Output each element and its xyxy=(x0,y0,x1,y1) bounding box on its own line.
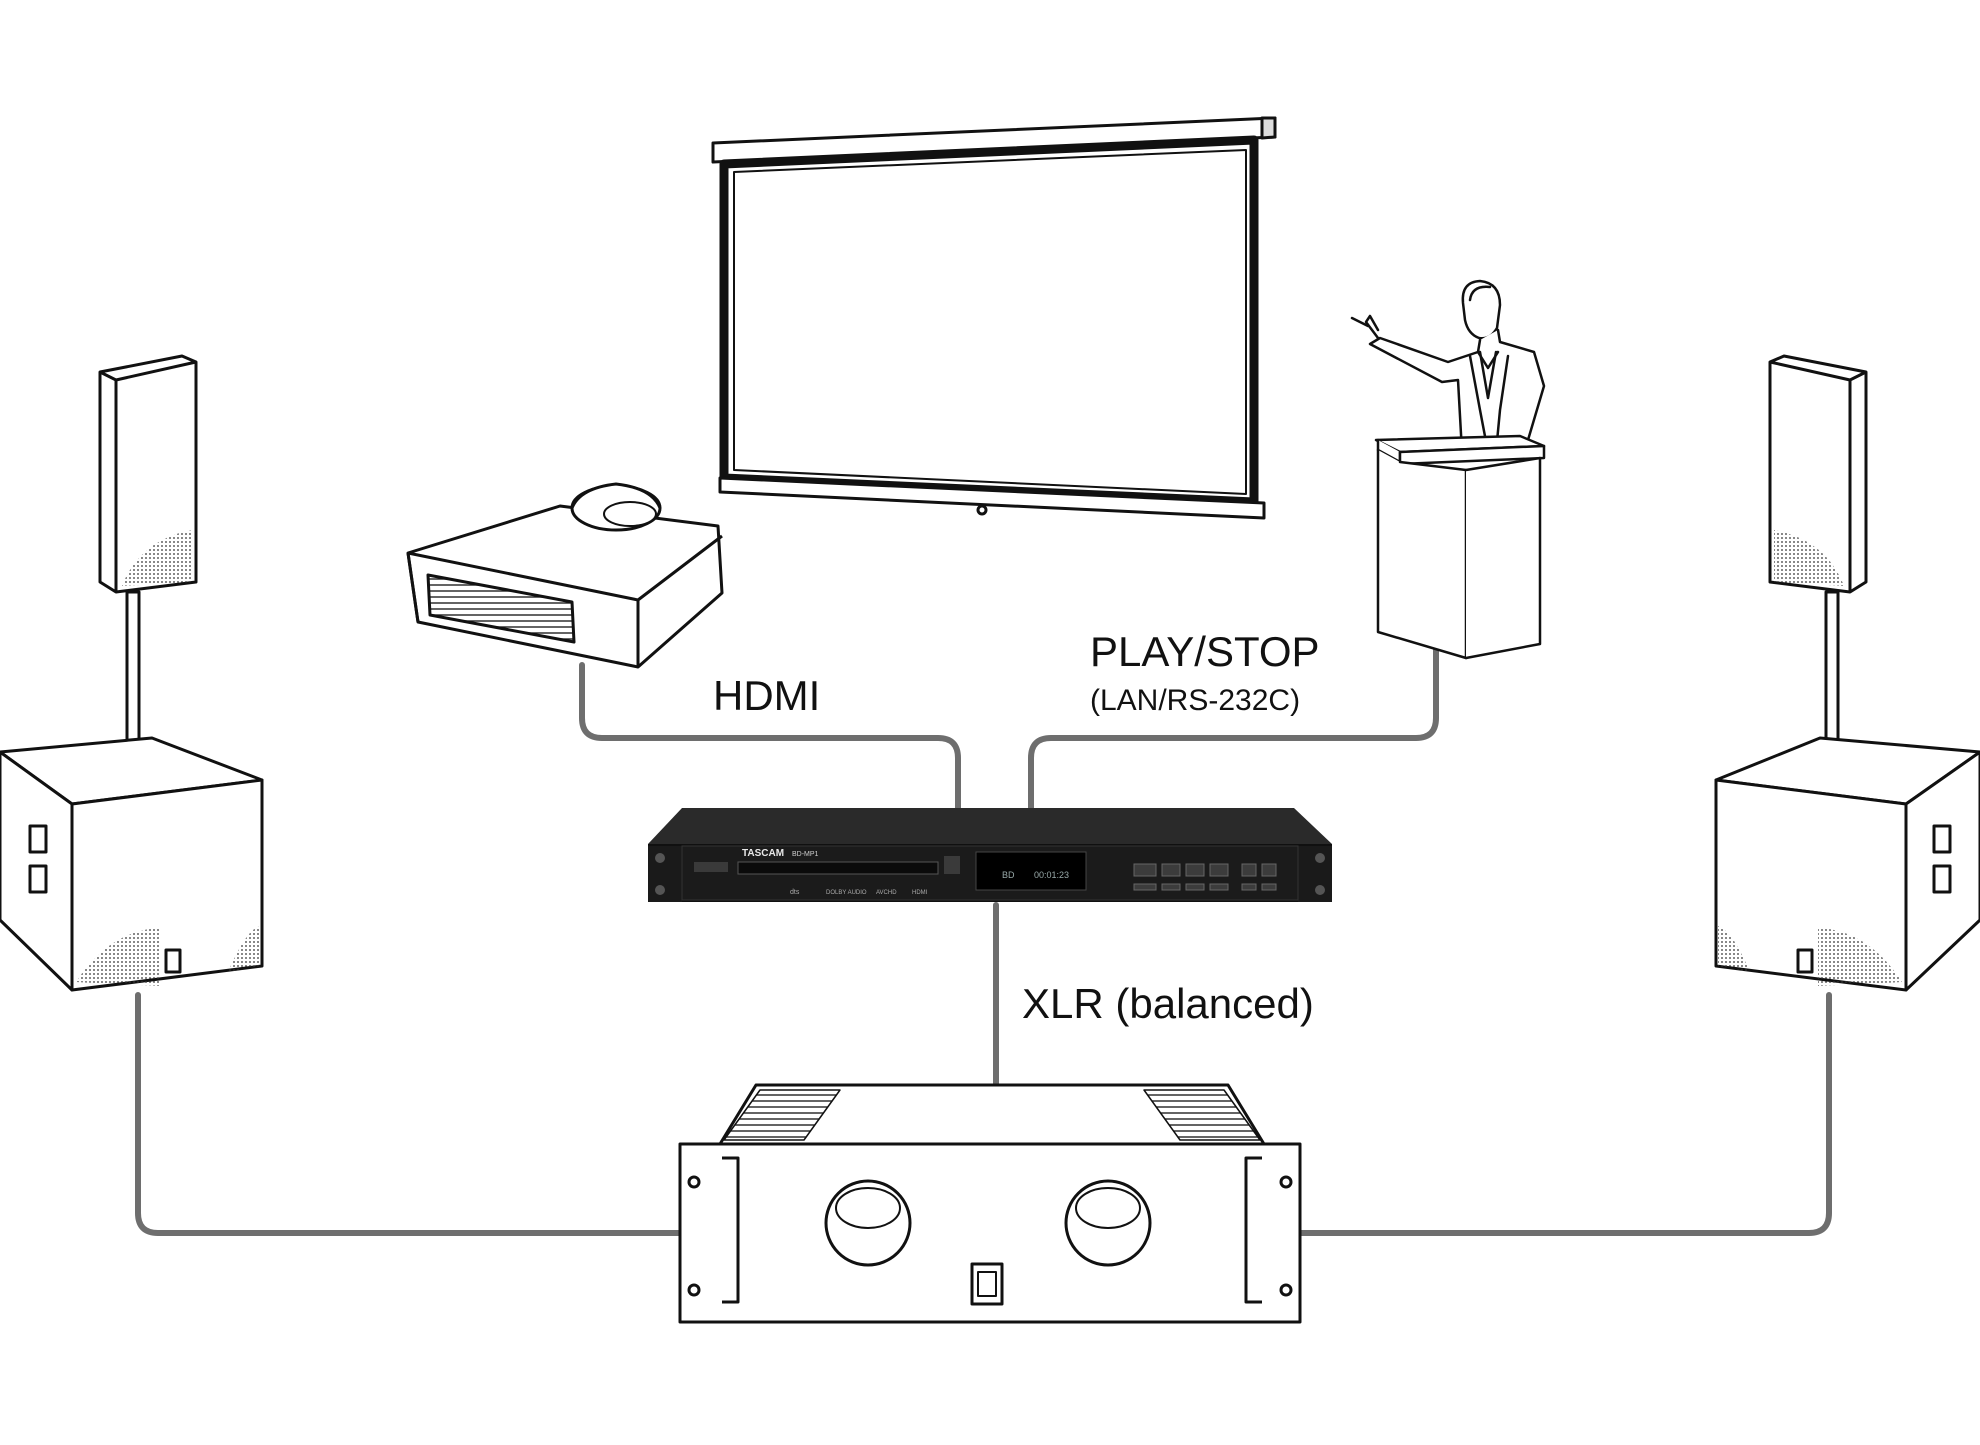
projection-screen-icon xyxy=(711,116,1277,520)
player-display-mode: BD xyxy=(1002,870,1015,880)
hdmi-label: HDMI xyxy=(713,672,821,719)
bluray-player-icon: TASCAM BD-MP1 BD 00:01:23 dts DOLBY AUDI… xyxy=(648,808,1332,902)
logo-avchd: AVCHD xyxy=(876,890,897,896)
power-amplifier-icon xyxy=(678,1083,1302,1324)
logo-hdmi: HDMI xyxy=(912,890,928,896)
player-brand: TASCAM xyxy=(742,848,784,859)
transport-buttons xyxy=(1133,863,1277,891)
lan-rs232c-label: (LAN/RS-232C) xyxy=(1090,684,1301,717)
player-display-time: 00:01:23 xyxy=(1034,870,1069,880)
subwoofer-icon xyxy=(0,736,264,992)
right-speaker-system xyxy=(1714,354,1980,992)
cables xyxy=(135,647,1832,1236)
presenter-at-podium-icon xyxy=(1350,279,1546,660)
left-speaker-cable xyxy=(135,992,683,1236)
left-speaker-system xyxy=(0,354,264,992)
subwoofer-icon xyxy=(1714,736,1980,992)
logo-dolby: DOLBY AUDIO xyxy=(826,890,867,896)
satellite-speaker-icon xyxy=(98,354,198,594)
satellite-speaker-icon xyxy=(1768,354,1868,594)
right-speaker-cable xyxy=(1297,992,1832,1236)
projector-icon xyxy=(406,482,724,669)
lan-cable xyxy=(1028,647,1439,815)
play-stop-label: PLAY/STOP xyxy=(1090,628,1320,675)
logo-dts: dts xyxy=(790,889,800,896)
xlr-label: XLR (balanced) xyxy=(1022,980,1314,1027)
player-model: BD-MP1 xyxy=(792,851,819,858)
hdmi-cable xyxy=(579,662,961,815)
